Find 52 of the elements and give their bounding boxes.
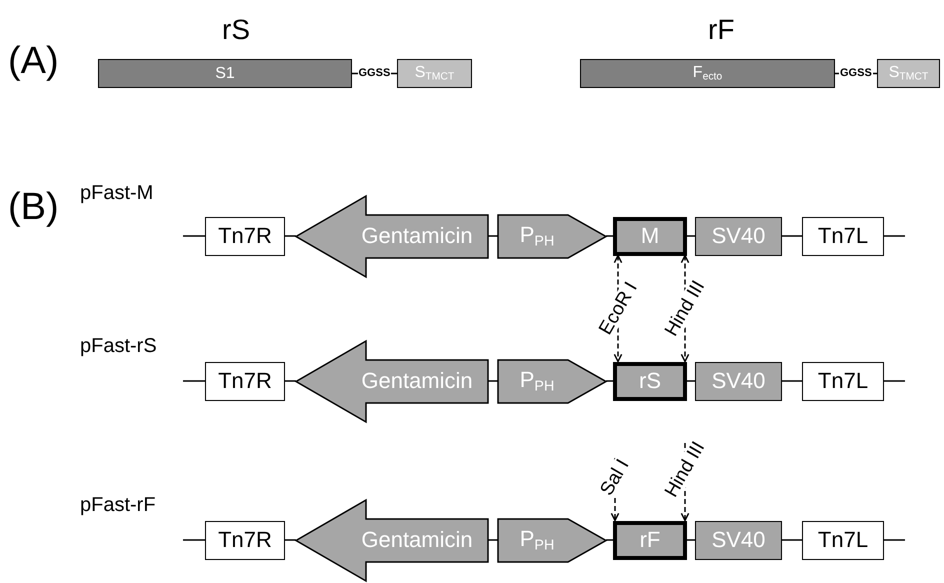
panel-label: (A) xyxy=(8,40,59,83)
construct-title: rS xyxy=(222,14,250,46)
gene-element-box: Tn7L xyxy=(802,216,884,256)
connector-line xyxy=(782,235,802,237)
gene-element-box: Tn7R xyxy=(205,520,285,560)
insert-box: rS xyxy=(613,362,687,400)
insert-box: M xyxy=(613,216,687,256)
panel-label: (B) xyxy=(8,186,59,229)
connector-line xyxy=(687,539,695,541)
gene-element-box: Tn7L xyxy=(802,520,884,560)
plasmid-name: pFast-rS xyxy=(80,335,157,358)
protein-domain-bar: S$_{TMCT}$ xyxy=(397,59,472,88)
promoter-block: P$_{PH}$ xyxy=(498,518,606,562)
connector-line xyxy=(183,235,205,237)
connector-line xyxy=(183,539,205,541)
gene-element-box: Tn7R xyxy=(205,362,285,400)
connector-line xyxy=(606,235,613,237)
resistance-gene-block: Gentamicin xyxy=(296,340,488,422)
gene-element-box: SV40 xyxy=(695,520,782,560)
gene-element-box: Tn7R xyxy=(205,216,285,256)
connector-line xyxy=(606,380,613,382)
resistance-gene-block: Gentamicin xyxy=(296,500,488,580)
gene-element-box: SV40 xyxy=(695,216,782,256)
connector-line xyxy=(687,235,695,237)
connector-line xyxy=(884,539,905,541)
connector-line xyxy=(488,380,498,382)
insert-box: rF xyxy=(613,520,687,560)
connector-line xyxy=(782,539,802,541)
promoter-block: P$_{PH}$ xyxy=(498,214,606,258)
gene-element-box: Tn7L xyxy=(802,362,884,400)
connector-line xyxy=(488,539,498,541)
protein-domain-bar: F$_{ecto}$ xyxy=(580,59,835,88)
linker-label: GGSS xyxy=(839,68,873,79)
connector-line xyxy=(285,380,296,382)
promoter-block: P$_{PH}$ xyxy=(498,360,606,402)
plasmid-name: pFast-M xyxy=(80,182,154,205)
protein-domain-bar: S$_{TMCT}$ xyxy=(877,59,940,88)
connector-line xyxy=(884,380,905,382)
connector-line xyxy=(884,235,905,237)
connector-line xyxy=(687,380,695,382)
connector-line xyxy=(183,380,205,382)
resistance-gene-block: Gentamicin xyxy=(296,196,488,276)
connector-line xyxy=(606,539,613,541)
connector-line xyxy=(285,235,296,237)
connector-line xyxy=(782,380,802,382)
plasmid-name: pFast-rF xyxy=(80,494,156,517)
gene-element-box: SV40 xyxy=(695,362,782,400)
construct-title: rF xyxy=(708,14,734,46)
connector-line xyxy=(488,235,498,237)
protein-domain-bar: S1 xyxy=(98,59,352,88)
linker-label: GGSS xyxy=(358,68,392,79)
connector-line xyxy=(285,539,296,541)
